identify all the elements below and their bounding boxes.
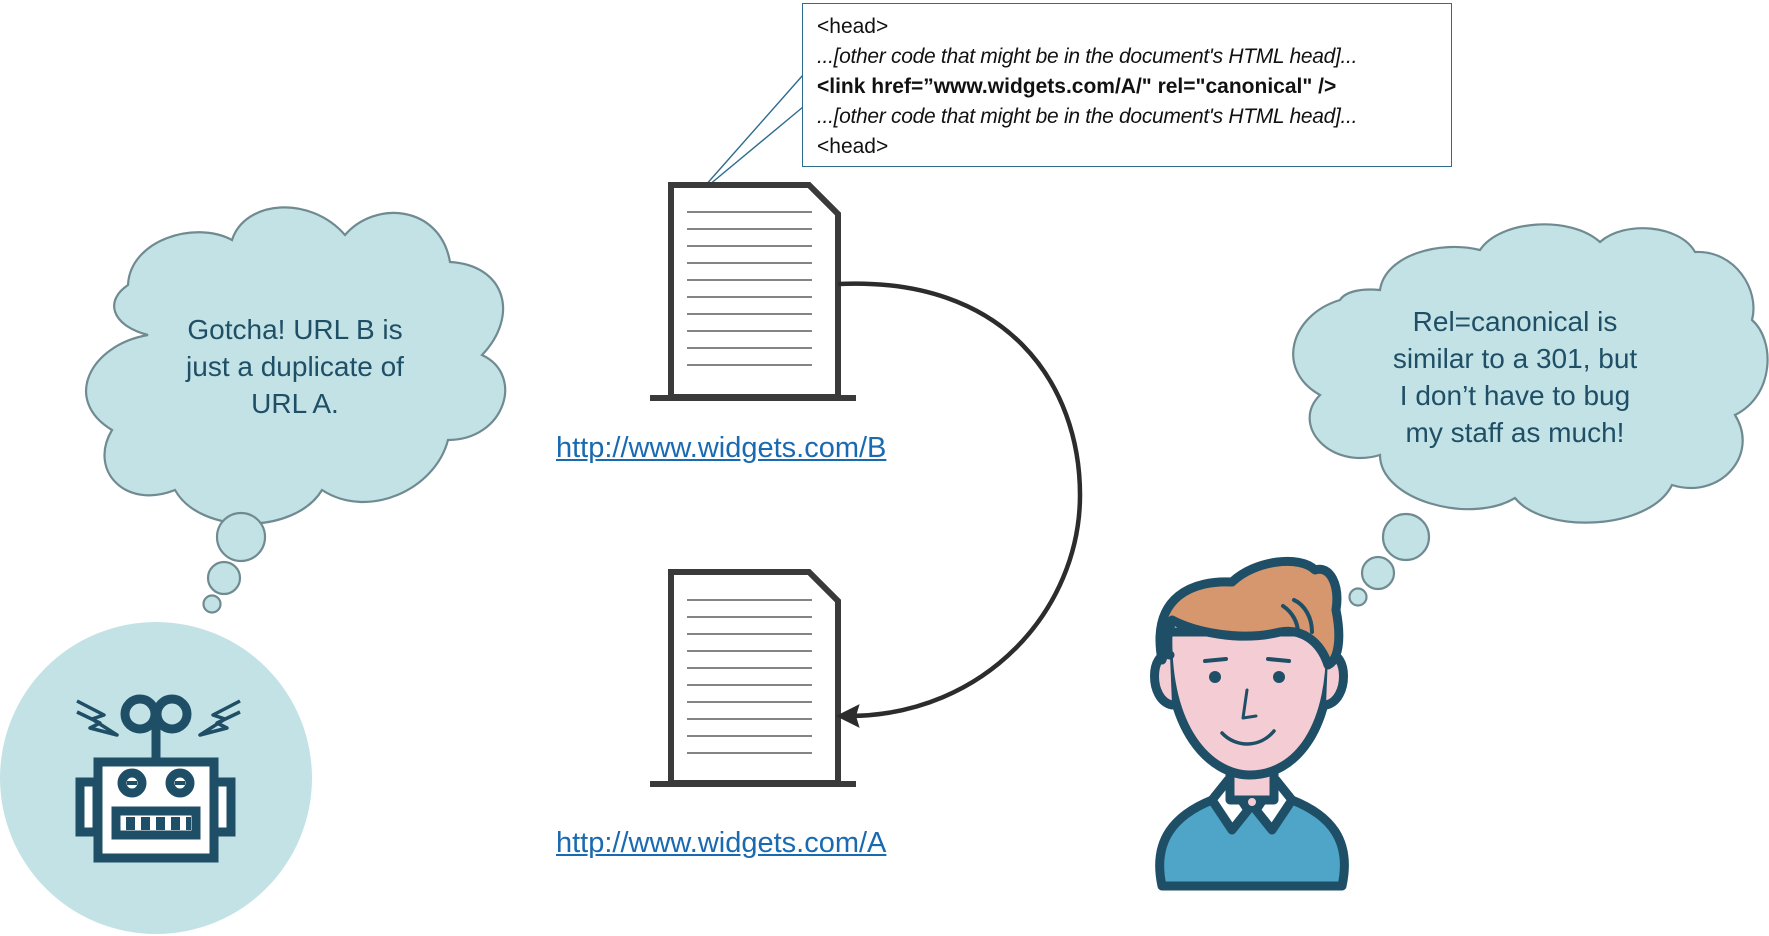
robot-thought-line-3: URL A.: [251, 388, 339, 419]
html-head-code-box: <head> ...[other code that might be in t…: [802, 3, 1452, 167]
url-b-link[interactable]: http://www.widgets.com/B: [556, 432, 887, 464]
robot-lightning-icon: [76, 699, 241, 737]
code-line-other-code: ...[other code that might be in the docu…: [817, 45, 1358, 68]
code-line-head-open: <head>: [817, 15, 889, 38]
robot-thought-line-1: Gotcha! URL B is: [187, 314, 403, 345]
robot-avatar: [0, 622, 312, 934]
canonical-arrow: [835, 281, 1083, 728]
robot-thought-line-2: just a duplicate of: [186, 351, 404, 382]
person-thought-line-4: my staff as much!: [1405, 417, 1625, 448]
robot-thought-text: Gotcha! URL B is just a duplicate of URL…: [155, 311, 435, 422]
code-line-canonical-link: <link href=”www.widgets.com/A/" rel="can…: [817, 75, 1337, 98]
code-line-other-code-2: ...[other code that might be in the docu…: [817, 105, 1358, 128]
document-b-icon: [650, 182, 856, 401]
document-a-icon: [650, 569, 856, 787]
code-line-head-close: <head>: [817, 135, 889, 158]
person-thought-line-1: Rel=canonical is: [1412, 306, 1618, 337]
person-avatar: [1150, 556, 1349, 891]
callout-pointer: [696, 74, 804, 196]
person-thought-line-2: similar to a 301, but: [1392, 343, 1638, 374]
person-thought-line-3: I don’t have to bug: [1399, 380, 1631, 411]
url-a-link[interactable]: http://www.widgets.com/A: [556, 827, 887, 859]
person-thought-cloud: [1292, 223, 1769, 607]
person-face: [1203, 657, 1291, 808]
robot-thought-cloud: [84, 206, 507, 614]
person-thought-text: Rel=canonical is similar to a 301, but I…: [1370, 303, 1660, 451]
